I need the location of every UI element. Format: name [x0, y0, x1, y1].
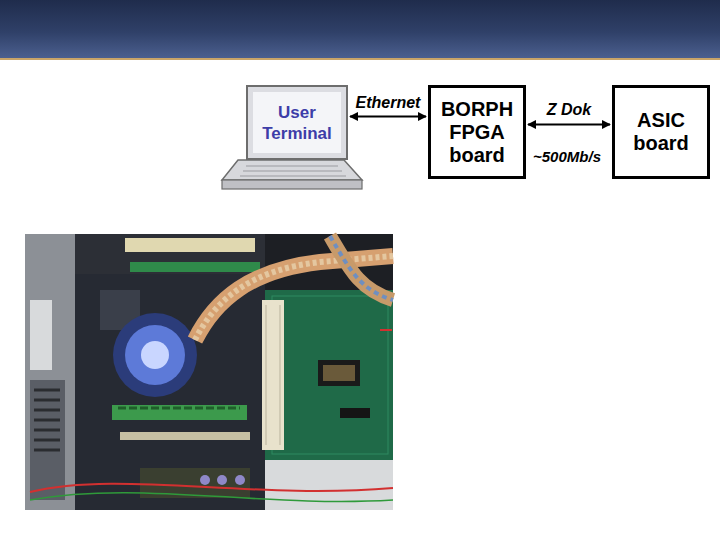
edge-label: Ethernet — [354, 94, 423, 112]
process-box: ASIC board — [612, 85, 710, 179]
node-text: BORPH FPGA board — [437, 98, 517, 167]
laptop-edge — [222, 180, 362, 189]
node-text: ASIC board — [621, 109, 701, 155]
header-bar — [0, 0, 720, 60]
edge-label: Z Dok — [545, 101, 593, 119]
node-text: User Terminal — [254, 102, 340, 144]
data-rate: ~500Mb/s — [531, 148, 603, 165]
double-arrow — [528, 123, 610, 125]
keyboard — [240, 166, 346, 176]
terminal-screen: User Terminal — [246, 85, 348, 160]
board-photo — [25, 234, 393, 510]
laptop-base — [222, 160, 362, 180]
process-box: BORPH FPGA board — [428, 85, 526, 179]
double-arrow — [350, 116, 426, 118]
